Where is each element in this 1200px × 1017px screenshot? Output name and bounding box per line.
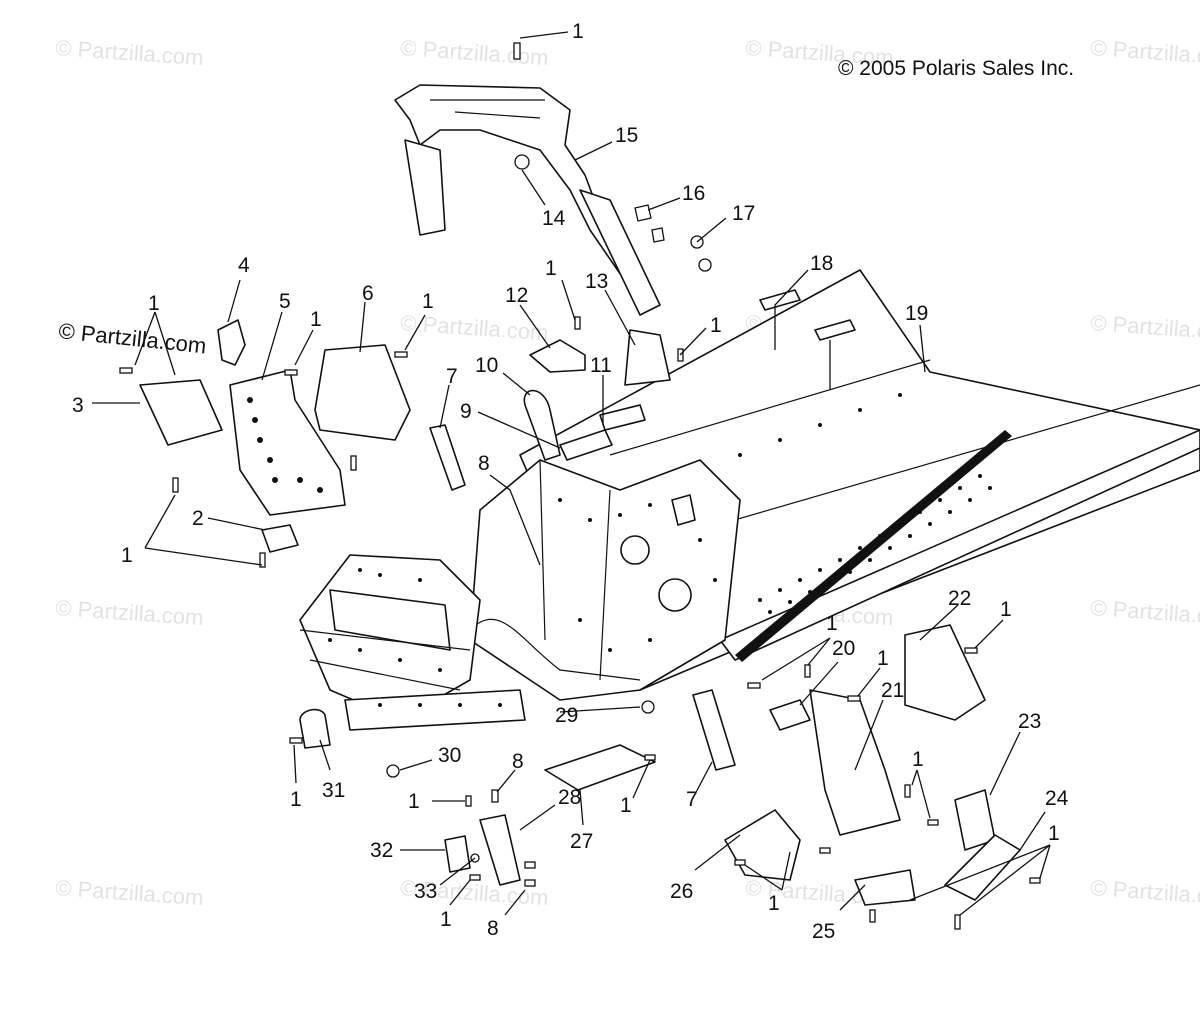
- callout-number: 8: [478, 452, 490, 475]
- part-10: [523, 389, 561, 461]
- callout-number: 18: [810, 252, 833, 275]
- callout-number: 29: [555, 704, 578, 727]
- part-21: [809, 689, 901, 836]
- callout-number: 1: [1000, 598, 1012, 621]
- part-5-holes: [247, 397, 323, 493]
- bulkhead-frame: [469, 459, 741, 701]
- callout-number: 27: [570, 830, 593, 853]
- callout-number: 1: [826, 612, 838, 635]
- decal-18b: [814, 319, 856, 341]
- callout-number: 16: [682, 182, 705, 205]
- part-17b: [698, 258, 712, 272]
- part-26: [724, 809, 801, 881]
- callout-number: 14: [542, 207, 566, 230]
- callout-number: 20: [832, 637, 855, 660]
- part-9: [559, 429, 613, 461]
- callout-number: 1: [1048, 822, 1060, 845]
- part-16: [634, 204, 652, 222]
- callout-number: 1: [121, 544, 133, 567]
- part-12: [529, 339, 586, 373]
- callout-number: 22: [948, 587, 971, 610]
- bracket-13: [624, 329, 671, 386]
- callout-number: 1: [912, 748, 924, 771]
- callout-number: 13: [585, 270, 608, 293]
- callout-number: 9: [460, 400, 472, 423]
- part-27: [544, 744, 656, 791]
- watermark-dark: © Partzilla.com: [57, 318, 207, 358]
- callout-number: 8: [512, 750, 524, 773]
- callout-number: 1: [768, 892, 780, 915]
- callout-number: 1: [422, 290, 434, 313]
- callout-labels: 1 15 14 16 17 18 19 13 1 12 1 11 10 9 8 …: [72, 20, 1069, 943]
- part-7: [429, 424, 466, 491]
- watermark: © Partzilla.com: [55, 875, 205, 910]
- callout-number: 8: [487, 917, 499, 940]
- callout-number: 15: [615, 124, 638, 147]
- callout-number: 23: [1018, 710, 1041, 733]
- callout-number: 31: [322, 779, 345, 802]
- watermark: © Partzilla.com: [400, 35, 550, 70]
- watermark: © Partzilla.com: [1090, 35, 1200, 70]
- callout-number: 3: [72, 394, 84, 417]
- part-2: [261, 524, 299, 553]
- part-14: [514, 154, 530, 170]
- part-4: [217, 319, 246, 366]
- part-31: [299, 708, 331, 749]
- callout-number: 33: [414, 880, 437, 903]
- part-25: [854, 869, 916, 906]
- callout-number: 1: [572, 20, 584, 43]
- callout-number: 1: [148, 292, 160, 315]
- copyright-notice: © 2005 Polaris Sales Inc.: [838, 57, 1074, 80]
- callout-number: 17: [732, 202, 755, 225]
- callout-number: 7: [446, 365, 458, 388]
- watermark: © Partzilla.com: [55, 595, 205, 630]
- callout-number: 25: [812, 920, 835, 943]
- callout-number: 30: [438, 744, 461, 767]
- watermark: © Partzilla.com: [1090, 595, 1200, 630]
- callout-number: 1: [545, 257, 557, 280]
- callout-number: 19: [905, 302, 928, 325]
- callout-number: 5: [279, 290, 291, 313]
- part-7-lower: [692, 689, 736, 771]
- callout-number: 10: [475, 354, 498, 377]
- part-32: [444, 835, 471, 873]
- part-30: [386, 764, 400, 778]
- callout-number: 1: [877, 647, 889, 670]
- part-20: [769, 699, 811, 731]
- leader-lines: [92, 31, 1051, 916]
- part-3: [139, 379, 223, 446]
- watermark: © Partzilla.com: [55, 35, 205, 70]
- steering-support: [394, 84, 661, 316]
- front-frame: [299, 554, 526, 731]
- callout-number: 4: [238, 254, 250, 277]
- watermark: © Partzilla.com: [1090, 875, 1200, 910]
- callout-number: 7: [686, 788, 698, 811]
- part-16b: [651, 227, 665, 243]
- callout-number: 1: [408, 790, 420, 813]
- callout-number: 1: [440, 908, 452, 931]
- part-6: [314, 344, 411, 441]
- callout-number: 32: [370, 839, 393, 862]
- part-22: [904, 624, 986, 721]
- callout-number: 2: [192, 507, 204, 530]
- callout-number: 1: [620, 794, 632, 817]
- part-28: [479, 814, 521, 886]
- callout-number: 24: [1045, 787, 1069, 810]
- callout-number: 1: [310, 308, 322, 331]
- parts-artwork: [119, 42, 1200, 930]
- callout-number: 6: [362, 282, 374, 305]
- callout-number: 21: [881, 679, 904, 702]
- callout-number: 28: [558, 786, 581, 809]
- callout-number: 12: [505, 284, 528, 307]
- callout-number: 1: [290, 788, 302, 811]
- callout-number: 11: [590, 354, 612, 377]
- watermark: © Partzilla.com: [1090, 310, 1200, 345]
- callout-number: 26: [670, 880, 693, 903]
- part-29: [641, 700, 655, 714]
- callout-number: 1: [710, 314, 722, 337]
